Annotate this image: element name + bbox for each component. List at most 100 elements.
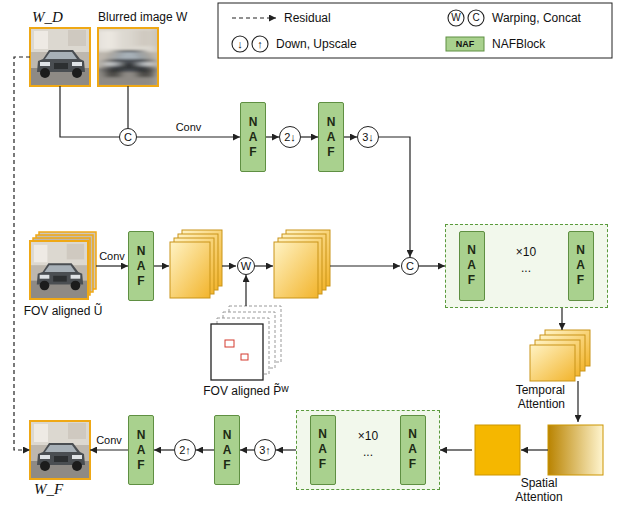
naf-block: NAF [310, 415, 336, 485]
naf-block: NAF [128, 415, 154, 485]
naf-block: NAF [240, 102, 266, 172]
warp-circle: W [237, 257, 255, 275]
image-frame: Blurred image W [98, 28, 158, 86]
flow-frames-part [211, 324, 263, 380]
sharp-image [30, 28, 90, 86]
legend-entry: Residual [284, 11, 331, 25]
edge-label: Conv [159, 121, 219, 134]
legend-symbol-text: ↑ [245, 37, 275, 51]
flow-connector [127, 86, 128, 128]
legend-entry: NAFBlock [492, 37, 545, 51]
flow-connector [96, 265, 128, 266]
image-label: Spatial Attention [504, 477, 574, 505]
block-text: NAF [325, 115, 337, 160]
image-label: W_F [34, 480, 63, 498]
flow-connector [419, 265, 445, 266]
car-output-part [30, 421, 90, 479]
block-text: W [241, 261, 251, 272]
legend-symbol-text: C [461, 11, 491, 25]
legend-box-part [218, 3, 612, 58]
block-text: NAF [317, 427, 329, 472]
legend-entry: Down, Upscale [276, 37, 357, 51]
repeat-group: ×10...NAFNAF [296, 410, 440, 490]
block-text: NAF [575, 243, 587, 288]
block-text: 3↑ [259, 445, 271, 456]
temporal-attention-stack [530, 330, 590, 381]
flow-arrow-part [255, 265, 273, 266]
flow-connector [577, 381, 578, 422]
spatial-attention-maps [475, 425, 603, 475]
flow-connector [344, 136, 357, 137]
flow-connector [276, 449, 296, 450]
aligned-frames [30, 232, 96, 299]
naf-block: NAF [214, 415, 240, 485]
edge-label: Conv [82, 250, 142, 263]
naf-block: NAF [568, 231, 594, 301]
naf-block: NAF [128, 231, 154, 301]
feature-stack [274, 230, 330, 298]
edge-label: Conv [79, 434, 139, 447]
block-text: C [124, 132, 132, 143]
blurred-image [94, 28, 162, 86]
car-output [30, 421, 90, 479]
attention-stack: Temporal Attention [530, 330, 595, 381]
repeat-note: ... [485, 261, 567, 275]
legend-entry: Warping, Concat [492, 11, 581, 25]
feature-stack-part [170, 242, 210, 298]
legend-text: NAFBlock [492, 37, 545, 51]
repeat-group: ×10... NAF NAF [445, 224, 608, 308]
spatial-attention-maps-part [548, 425, 603, 475]
blurred-image-part-part [94, 28, 162, 86]
attention-map: Spatial Attention [472, 422, 606, 508]
naf-block: NAF [318, 102, 344, 172]
naf-block: NAF [459, 231, 485, 301]
flow-connector [240, 449, 254, 450]
scale-circle: 3↑ [254, 439, 276, 461]
legend-symbol-text: ↓ [225, 37, 255, 51]
scale-circle: 3↓ [357, 126, 379, 148]
temporal-attention-stack-part [530, 345, 575, 381]
image-stack: FOV aligned Ũ [30, 232, 96, 300]
repeat-note: ×10 [332, 429, 404, 443]
image-label: Blurred image W [98, 10, 187, 24]
block-text: NAF [221, 428, 233, 473]
flow-arrow-part [521, 449, 548, 450]
flow-connector [196, 449, 214, 450]
flow-connector [440, 449, 472, 450]
concat-circle: C [401, 257, 419, 275]
legend-text: Residual [284, 11, 331, 25]
flow-frames-part [225, 340, 234, 347]
flow-connector [60, 86, 119, 137]
legend-text: Warping, Concat [492, 11, 581, 25]
sharp-image-part [30, 28, 90, 86]
block-text: NAF [135, 244, 147, 289]
block-text: C [406, 261, 414, 272]
flow-connector [137, 136, 240, 137]
image-frame: W_D [30, 28, 90, 86]
flow-connector [561, 308, 562, 330]
scale-circle: 2↑ [174, 439, 196, 461]
block-text: NAF [466, 243, 478, 288]
flow-connector [245, 275, 246, 306]
scale-circle: 2↓ [279, 126, 301, 148]
flow-arrow-part [154, 265, 169, 266]
repeat-note: ×10 [485, 245, 567, 259]
flow-connector [266, 136, 279, 137]
legend-box [218, 3, 612, 58]
flow-connector [154, 449, 174, 450]
repeat-note: ... [332, 445, 404, 459]
flow-frames [211, 306, 281, 380]
flow-arrow-part [330, 265, 400, 266]
concat-circle: C [119, 128, 137, 146]
blurred-image-part [94, 28, 162, 86]
flow-stack: FOV aligned P̃ᵂ [211, 306, 281, 380]
flow-frames-part [241, 354, 248, 360]
spatial-attention-maps-part [475, 425, 520, 475]
block-text: 2↓ [284, 132, 296, 143]
flow-connector [379, 137, 410, 257]
block-text: 2↑ [179, 445, 191, 456]
legend-box-part [446, 37, 484, 51]
flow-connector [301, 136, 318, 137]
block-text: NAF [135, 428, 147, 473]
blurred-image-part [98, 28, 158, 86]
